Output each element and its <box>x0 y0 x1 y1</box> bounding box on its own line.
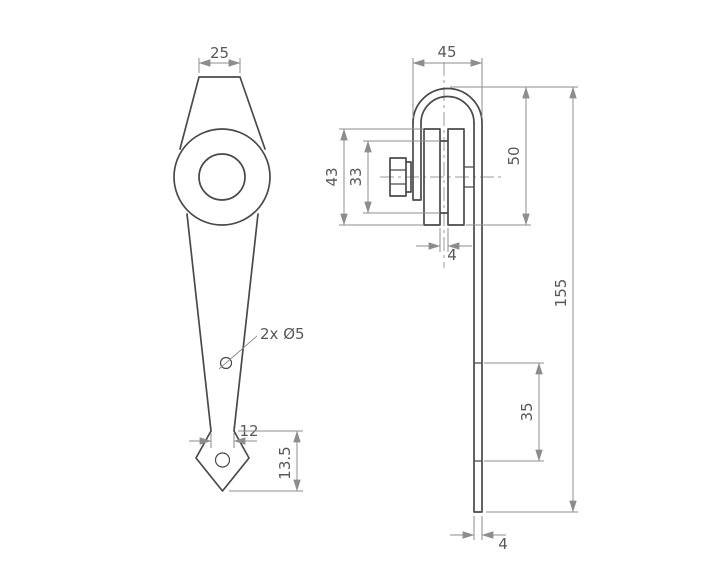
tip-hole <box>214 452 231 468</box>
dim-groove-width: 4 <box>416 228 472 264</box>
dim-bar-thickness-label: 4 <box>498 535 508 553</box>
side-view-centerlines <box>380 62 502 268</box>
dim-groove-dia: 33 <box>347 140 440 214</box>
dim-wheel-dia-label: 43 <box>323 167 341 186</box>
dim-front-tip-height: 13.5 <box>229 430 303 492</box>
dim-bracket-height: 50 <box>466 86 531 226</box>
axle-nut <box>389 157 412 197</box>
front-view-outline <box>173 76 271 492</box>
dim-groove-width-label: 4 <box>447 246 457 264</box>
dim-bar-thickness: 4 <box>450 516 508 553</box>
front-view: 25 2x Ø5 12 13.5 <box>173 44 305 492</box>
dim-bracket-height-label: 50 <box>505 146 523 165</box>
side-view: 45 43 33 50 4 <box>323 43 578 553</box>
dim-front-top-width-label: 25 <box>210 44 229 62</box>
wheel-outer-circle <box>173 128 271 226</box>
side-view-wheel <box>423 128 474 226</box>
dim-side-top-width: 45 <box>412 43 483 118</box>
vertical-bar <box>473 122 483 513</box>
dim-total-length-label: 155 <box>552 279 570 308</box>
dim-hole-spacing: 35 <box>484 362 544 462</box>
dim-wheel-dia: 43 <box>323 128 424 226</box>
wheel-hub-circle <box>198 153 246 201</box>
dim-front-neck-width: 12 <box>189 422 259 448</box>
dim-front-tip-height-label: 13.5 <box>276 446 294 479</box>
dim-groove-dia-label: 33 <box>347 167 365 186</box>
dim-total-length: 155 <box>450 86 578 513</box>
hole-note: 2x Ø5 <box>218 325 305 370</box>
hole-note-label: 2x Ø5 <box>260 325 305 343</box>
dim-front-top-width: 25 <box>198 44 241 73</box>
dim-hole-spacing-label: 35 <box>518 402 536 421</box>
dim-side-top-width-label: 45 <box>437 43 456 61</box>
mount-hole <box>219 356 233 370</box>
side-view-outline <box>412 87 483 513</box>
